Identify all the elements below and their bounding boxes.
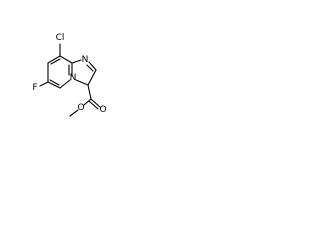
chlorine-label: Cl [56, 33, 65, 43]
bond-ester-carbonyl-second [88, 100, 99, 110]
bond-c7-c8 [47, 55, 61, 64]
bond-n4-c5 [59, 79, 71, 89]
bond-c3-n4 [75, 79, 89, 86]
bond-n1-c2 [88, 61, 97, 71]
fluorine-label: F [32, 83, 37, 93]
bond-c5-c6 [47, 81, 61, 89]
pyridine-ring [47, 55, 73, 89]
carbonyl-oxygen-label: O [99, 105, 106, 115]
bond-c6-f [39, 81, 49, 87]
bond-c3-ester-carbon [87, 84, 92, 100]
bond-ester-oxygen [83, 98, 92, 106]
bond-c8a-n1 [71, 59, 82, 64]
ester-oxygen-label: O [77, 103, 84, 113]
bond-n1-c2-inner [86, 64, 94, 72]
bond-c7-c8-inner [50, 58, 61, 65]
ring-nitrogen-top-label: N [82, 55, 89, 65]
bond-c8-c8a [59, 55, 73, 64]
bond-c5-c6-inner [49, 79, 60, 86]
bond-oxygen-methyl [69, 109, 79, 117]
bond-c2-c3 [87, 69, 97, 86]
ring-nitrogen-bridge-label: N [70, 73, 77, 83]
imidazole-ring [71, 59, 97, 86]
bond-ester-carbonyl [90, 98, 101, 108]
molecule-structure: Cl F N N O O [32, 33, 107, 117]
substituents [39, 43, 101, 117]
